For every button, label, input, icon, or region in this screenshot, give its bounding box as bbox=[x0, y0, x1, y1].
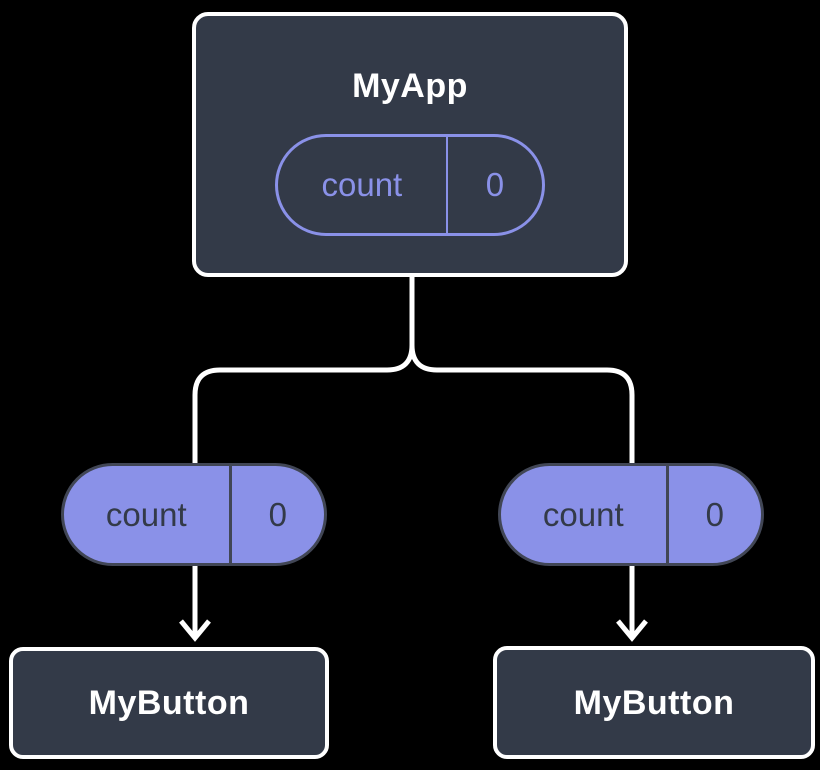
state-pill-label: count bbox=[321, 166, 403, 203]
tree-branch-left bbox=[192, 277, 415, 635]
state-pill-value: 0 bbox=[485, 166, 505, 203]
root-component-node: MyApp count 0 bbox=[192, 12, 628, 277]
leaf-component-title: MyButton bbox=[573, 683, 735, 722]
prop-pill-value: 0 bbox=[268, 495, 287, 533]
pill-divider bbox=[228, 466, 232, 563]
root-component-title: MyApp bbox=[352, 67, 468, 105]
prop-pill-value: 0 bbox=[705, 495, 724, 533]
leaf-component-title: MyButton bbox=[88, 684, 250, 722]
prop-pill-right: count 0 bbox=[498, 463, 764, 566]
state-pill: count 0 bbox=[275, 134, 545, 236]
arrow-down-icon bbox=[179, 619, 211, 642]
prop-pill-left: count 0 bbox=[61, 463, 327, 566]
pill-divider bbox=[445, 137, 448, 233]
prop-pill-label: count bbox=[105, 495, 187, 533]
arrow-down-icon bbox=[616, 619, 648, 642]
leaf-component-node-right: MyButton bbox=[493, 646, 815, 759]
pill-divider bbox=[665, 466, 669, 563]
leaf-component-node-left: MyButton bbox=[9, 647, 329, 759]
tree-branch-right bbox=[409, 277, 635, 635]
prop-pill-label: count bbox=[542, 495, 624, 533]
